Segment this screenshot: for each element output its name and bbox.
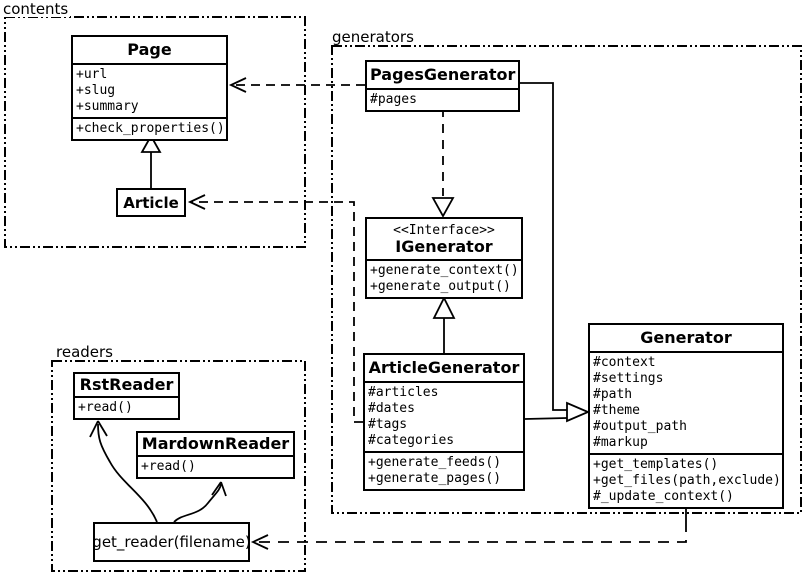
- class-igenerator-stereotype: <<Interface>>: [393, 223, 495, 238]
- method: +get_templates(): [593, 457, 719, 472]
- arrow-getreader-rstreader: [89, 420, 158, 523]
- function-get-reader: get_reader(filename): [92, 522, 251, 562]
- attribute: #dates: [368, 401, 415, 416]
- class-article: Article: [116, 188, 186, 217]
- attribute: +url: [76, 67, 108, 82]
- class-page-methods: +check_properties(): [73, 117, 226, 139]
- attribute: #context: [593, 355, 656, 370]
- arrow-getreader-mardownreader: [173, 481, 227, 523]
- generalization-pagesgenerator-generator: [520, 82, 567, 411]
- method: +generate_context(): [370, 263, 519, 278]
- dependency-articlegenerator-article: [187, 194, 363, 423]
- class-pagesgenerator: PagesGenerator #pages: [365, 60, 520, 112]
- class-mardownreader-name: MardownReader: [141, 434, 290, 453]
- generalization-article-page: [140, 134, 162, 188]
- realization-pagesgenerator-igenerator: [431, 108, 455, 218]
- attribute: #pages: [370, 92, 417, 107]
- class-generator-methods: +get_templates() +get_files(path,exclude…: [590, 453, 782, 507]
- class-generator-name: Generator: [640, 328, 732, 347]
- method: +read(): [141, 459, 196, 474]
- class-pagesgenerator-name: PagesGenerator: [370, 65, 516, 84]
- attribute: #tags: [368, 417, 408, 432]
- class-articlegenerator: ArticleGenerator #articles #dates #tags …: [363, 353, 525, 491]
- package-border-contents: [4, 16, 306, 248]
- class-page: Page +url +slug +summary +check_properti…: [71, 35, 228, 141]
- package-label-generators: generators: [330, 28, 416, 46]
- method: +get_files(path,exclude): [593, 473, 781, 488]
- method: +check_properties(): [76, 121, 225, 136]
- class-igenerator-title: <<Interface>> IGenerator: [367, 219, 521, 259]
- attribute: #settings: [593, 371, 664, 386]
- generalization-articlegenerator-generator: [524, 417, 568, 420]
- class-mardownreader-methods: +read(): [138, 455, 293, 477]
- class-mardownreader: MardownReader +read(): [136, 431, 295, 479]
- method: +generate_feeds(): [368, 455, 502, 470]
- dependency-pagesgenerator-page: [228, 77, 365, 93]
- class-rstreader-methods: +read(): [75, 396, 178, 418]
- class-page-name: Page: [127, 40, 172, 59]
- function-get-reader-label: get_reader(filename): [92, 533, 251, 551]
- package-label-readers: readers: [54, 343, 115, 361]
- attribute: #markup: [593, 435, 648, 450]
- class-igenerator-methods: +generate_context() +generate_output(): [367, 259, 521, 297]
- method: #_update_context(): [593, 489, 734, 504]
- class-igenerator-name: IGenerator: [395, 237, 493, 256]
- attribute: #output_path: [593, 419, 687, 434]
- attribute: #categories: [368, 433, 455, 448]
- class-articlegenerator-methods: +generate_feeds() +generate_pages(): [365, 451, 523, 489]
- class-generator-attributes: #context #settings #path #theme #output_…: [590, 351, 782, 453]
- generalization-articlegenerator-igenerator: [432, 295, 456, 353]
- class-articlegenerator-attributes: #articles #dates #tags #categories: [365, 381, 523, 451]
- class-rstreader: RstReader +read(): [73, 372, 180, 420]
- attribute: +summary: [76, 99, 139, 114]
- class-page-attributes: +url +slug +summary: [73, 63, 226, 117]
- package-border-readers: [51, 360, 306, 572]
- package-border-generators: [331, 45, 802, 514]
- class-generator: Generator #context #settings #path #them…: [588, 323, 784, 509]
- attribute: #path: [593, 387, 633, 402]
- method: +generate_pages(): [368, 471, 502, 486]
- class-igenerator: <<Interface>> IGenerator +generate_conte…: [365, 217, 523, 299]
- attribute: #theme: [593, 403, 640, 418]
- attribute: #articles: [368, 385, 439, 400]
- method: +read(): [78, 400, 133, 415]
- class-pagesgenerator-attributes: #pages: [367, 88, 518, 110]
- attribute: +slug: [76, 83, 116, 98]
- class-article-name: Article: [123, 193, 179, 212]
- class-articlegenerator-name: ArticleGenerator: [368, 358, 520, 377]
- package-label-contents: contents: [1, 0, 71, 18]
- class-rstreader-name: RstReader: [79, 375, 174, 394]
- method: +generate_output(): [370, 279, 511, 294]
- generalization-triangle-generator: [566, 401, 591, 423]
